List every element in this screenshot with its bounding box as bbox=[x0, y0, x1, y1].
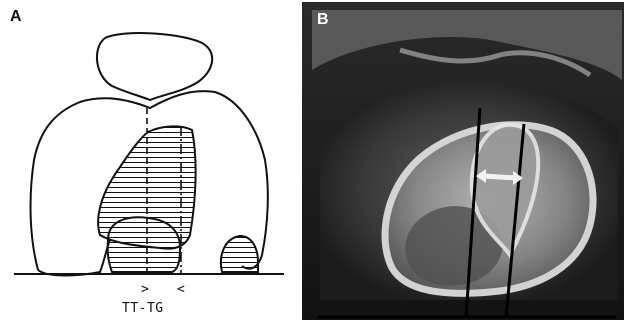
medial-lobe bbox=[108, 217, 180, 272]
patella-outline bbox=[97, 33, 212, 100]
knee-schematic-diagram bbox=[0, 0, 300, 323]
panel-a-schematic: A > < TT-TG bbox=[0, 0, 300, 323]
tt-tg-label: TT-TG bbox=[122, 301, 164, 316]
femur-base-curve bbox=[38, 240, 110, 276]
ct-scan-image bbox=[300, 0, 628, 323]
tibial-tuberosity bbox=[221, 236, 258, 272]
tick-left-marker: > bbox=[141, 282, 149, 297]
panel-label-b: B bbox=[317, 12, 329, 28]
panel-b-ct-image: B bbox=[300, 0, 628, 323]
tick-right-marker: < bbox=[177, 282, 185, 297]
